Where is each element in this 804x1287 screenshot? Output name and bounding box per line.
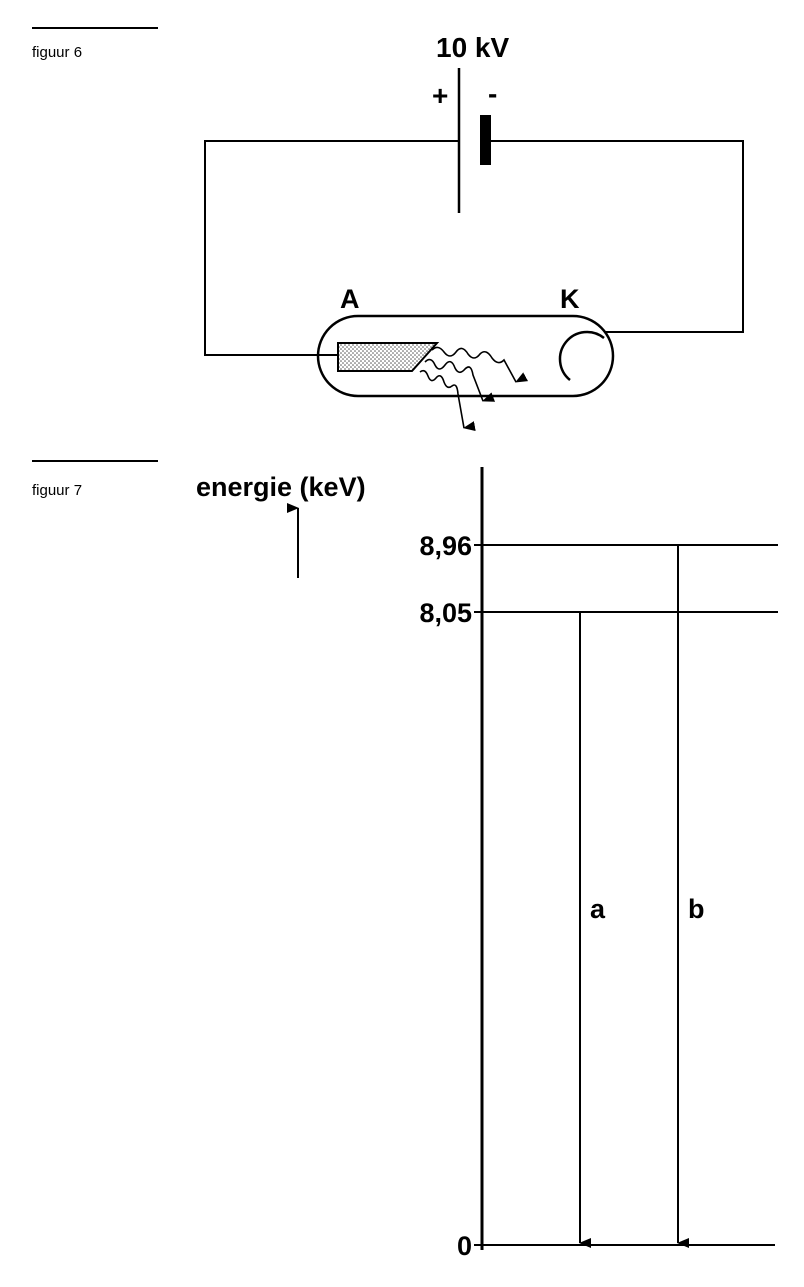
energy-levels: 8,96 8,05 0	[419, 531, 778, 1261]
radiation-arrows	[419, 346, 529, 432]
figure7-caption: figuur 7	[32, 482, 82, 499]
anode-target	[337, 342, 440, 372]
battery-icon	[457, 68, 491, 213]
circuit-wires	[204, 140, 744, 356]
transition-label-a: a	[590, 894, 606, 924]
energy-axis-label: energie (keV)	[196, 472, 366, 502]
energy-level-label: 0	[457, 1231, 472, 1261]
figure6-caption: figuur 6	[32, 44, 82, 61]
cathode-label: K	[560, 284, 580, 314]
cathode-filament	[558, 330, 605, 381]
x-ray-tube	[316, 314, 615, 398]
plus-label: +	[432, 80, 448, 111]
transition-label-b: b	[688, 894, 705, 924]
energy-level-label: 8,96	[419, 531, 472, 561]
minus-label: -	[488, 78, 497, 109]
voltage-label: 10 kV	[436, 32, 509, 63]
anode-label: A	[340, 284, 360, 314]
energy-level-label: 8,05	[419, 598, 472, 628]
